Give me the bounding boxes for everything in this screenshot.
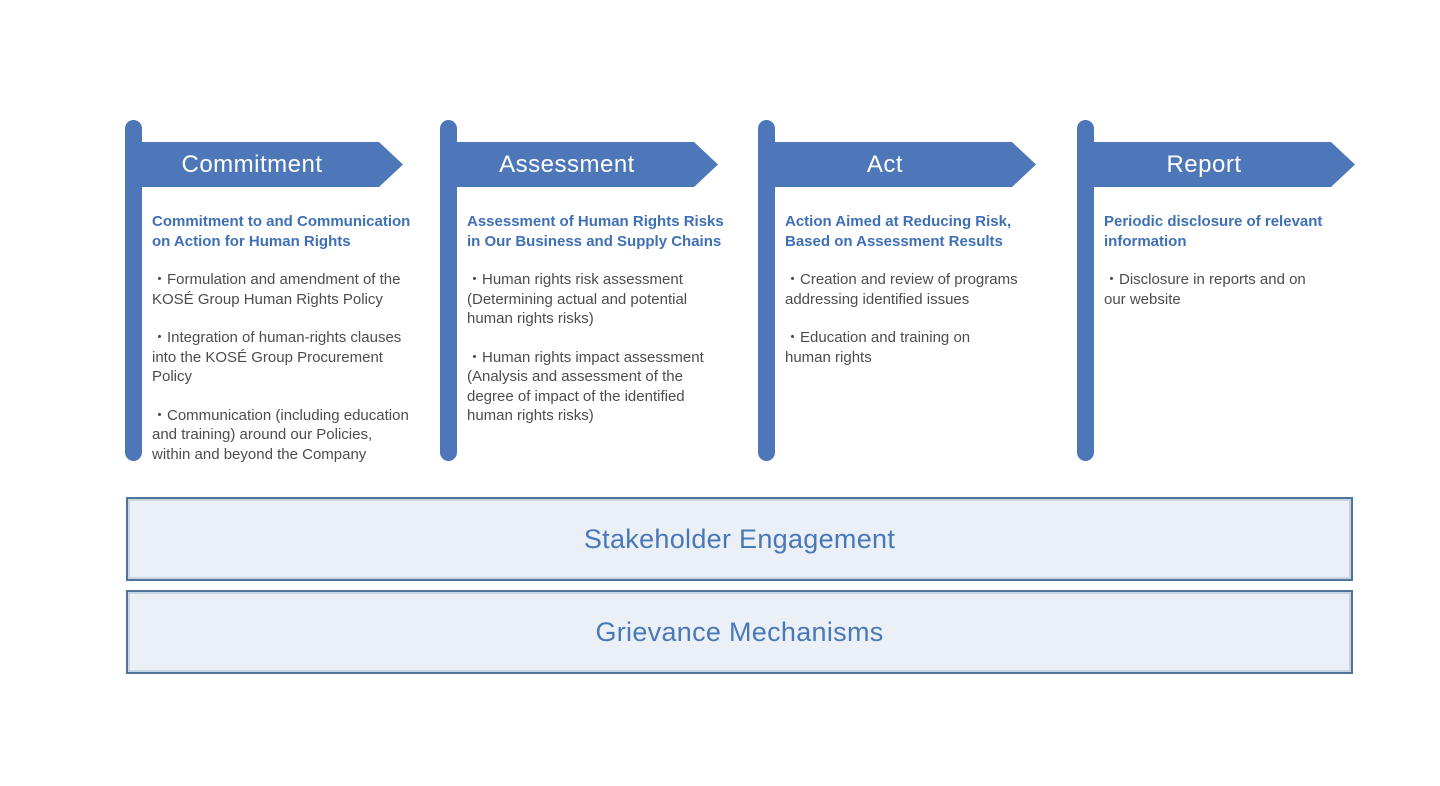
stakeholder-engagement-bar: Stakeholder Engagement	[126, 497, 1353, 581]
act-accent-bar	[758, 120, 775, 461]
report-step-banner-label: Report	[1166, 150, 1242, 178]
commitment-bullet: ・Communication (including education and …	[152, 406, 409, 463]
report-text-block: Periodic disclosure of relevant informat…	[1104, 212, 1394, 328]
process-column-assessment: Assessment Assessment of Human Rights Ri…	[440, 120, 758, 465]
commitment-heading: Commitment to and Communication on Actio…	[152, 213, 411, 250]
act-bullet: ・Creation and review of programs address…	[785, 271, 1018, 308]
process-column-act: Act Action Aimed at Reducing Risk, Based…	[758, 120, 1076, 465]
act-text-block: Action Aimed at Reducing Risk, Based on …	[785, 212, 1075, 386]
commitment-step-banner-arrow: Commitment	[125, 142, 403, 187]
act-bullet: ・Education and training on human rights	[785, 329, 971, 366]
commitment-accent-bar	[125, 120, 142, 461]
report-step-banner-arrow: Report	[1077, 142, 1355, 187]
assessment-bullet: ・Human rights risk assessment (Determini…	[467, 271, 688, 327]
grievance-mechanisms-bar: Grievance Mechanisms	[126, 590, 1353, 674]
act-step-banner-arrow: Act	[758, 142, 1036, 187]
commitment-bullet: ・Formulation and amendment of the KOSÉ G…	[152, 271, 401, 308]
assessment-step-banner-arrow: Assessment	[440, 142, 718, 187]
assessment-accent-bar	[440, 120, 457, 461]
report-bullet: ・Disclosure in reports and on our websit…	[1104, 271, 1306, 308]
grievance-mechanisms-label: Grievance Mechanisms	[595, 616, 884, 647]
commitment-text-block: Commitment to and Communication on Actio…	[152, 212, 442, 483]
commitment-bullet: ・Integration of human-rights clauses int…	[152, 329, 402, 385]
assessment-bullet: ・Human rights impact assessment (Analysi…	[467, 348, 704, 425]
act-heading: Action Aimed at Reducing Risk, Based on …	[785, 213, 1012, 250]
process-column-commitment: Commitment Commitment to and Communicati…	[125, 120, 443, 465]
assessment-text-block: Assessment of Human Rights Risks in Our …	[467, 212, 757, 445]
stakeholder-engagement-label: Stakeholder Engagement	[583, 523, 896, 554]
report-accent-bar	[1077, 120, 1094, 461]
assessment-heading: Assessment of Human Rights Risks in Our …	[467, 213, 724, 250]
act-step-banner-label: Act	[866, 150, 904, 178]
report-heading: Periodic disclosure of relevant informat…	[1104, 213, 1323, 250]
commitment-step-banner-label: Commitment	[181, 150, 323, 178]
process-column-report: Report Periodic disclosure of relevant i…	[1077, 120, 1395, 465]
assessment-step-banner-label: Assessment	[499, 150, 635, 178]
